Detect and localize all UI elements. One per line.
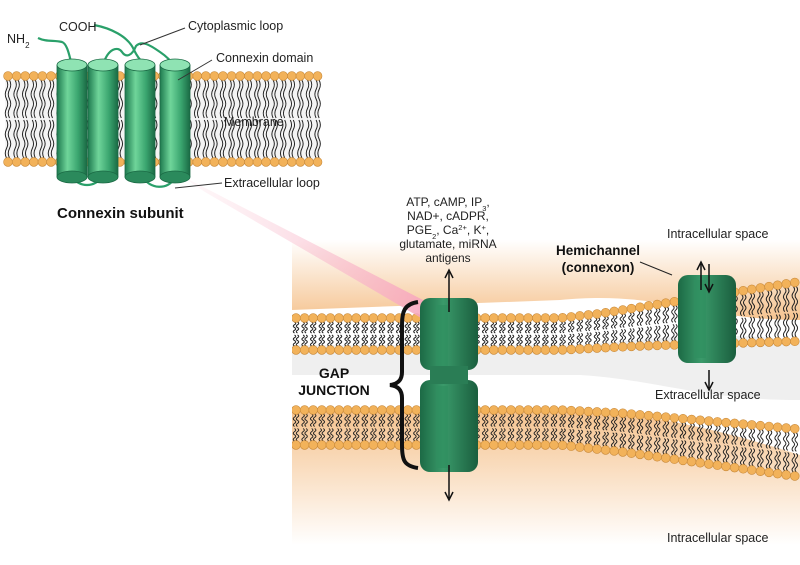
transport-arrow-down — [444, 465, 454, 502]
gap-junction-channel — [420, 298, 478, 472]
helix-cylinder — [124, 58, 156, 184]
molecules-line-4: glutamate, miRNA — [399, 237, 496, 251]
helix-cylinder — [159, 58, 191, 184]
connexin-domain-label: Connexin domain — [216, 51, 313, 65]
helix-cylinder — [87, 58, 119, 184]
gap-label-line-1: GAP — [319, 365, 349, 381]
hemichannel — [678, 275, 736, 363]
intracellular-bottom-label: Intracellular space — [667, 531, 768, 545]
molecules-line-1: ATP, cAMP, IP3, — [406, 195, 490, 213]
lower-cytoplasm — [292, 410, 800, 545]
cytoplasmic-loop-label: Cytoplasmic loop — [188, 19, 283, 33]
molecules-line-3: PGE2, Ca2+, K+, — [407, 223, 490, 241]
extracellular-loop-label: Extracellular loop — [224, 176, 320, 190]
hemichannel-arrows — [696, 260, 714, 392]
cytoplasmic-loop-path — [37, 36, 74, 66]
zoom-beam — [180, 175, 428, 322]
gap-junction-brace — [389, 300, 419, 470]
cytoplasmic-loop — [101, 42, 175, 66]
transported-molecules-list: ATP, cAMP, IP3, NAD+, cADPR, PGE2, Ca2+,… — [399, 195, 496, 265]
helix-cylinder — [56, 58, 88, 184]
extracellular-label: Extracellular space — [655, 388, 761, 402]
connexin-subunit-title: Connexin subunit — [57, 205, 184, 222]
leader-cytoplasmic — [139, 27, 186, 46]
molecules-line-2: NAD+, cADPR, — [407, 209, 489, 223]
connexin-subunit-illustration — [3, 23, 323, 189]
leader-connexin — [177, 59, 213, 81]
cooh-label: COOH — [59, 20, 97, 34]
hemichannel-leader — [639, 261, 673, 276]
molecules-line-5: antigens — [425, 251, 470, 265]
nh2-label: NH2 — [7, 32, 30, 50]
leader-extracellular — [174, 182, 223, 189]
membrane-label: Membrane — [224, 115, 284, 129]
intracellular-top-label: Intracellular space — [667, 227, 768, 241]
hemichannel-label-line-2: (connexon) — [562, 260, 635, 275]
transmembrane-helices — [56, 58, 191, 184]
transport-arrow-up — [444, 268, 454, 312]
hemichannel-label-line-1: Hemichannel — [556, 243, 640, 258]
gap-label-line-2: JUNCTION — [298, 382, 370, 398]
lower-cell-membrane — [292, 405, 800, 481]
